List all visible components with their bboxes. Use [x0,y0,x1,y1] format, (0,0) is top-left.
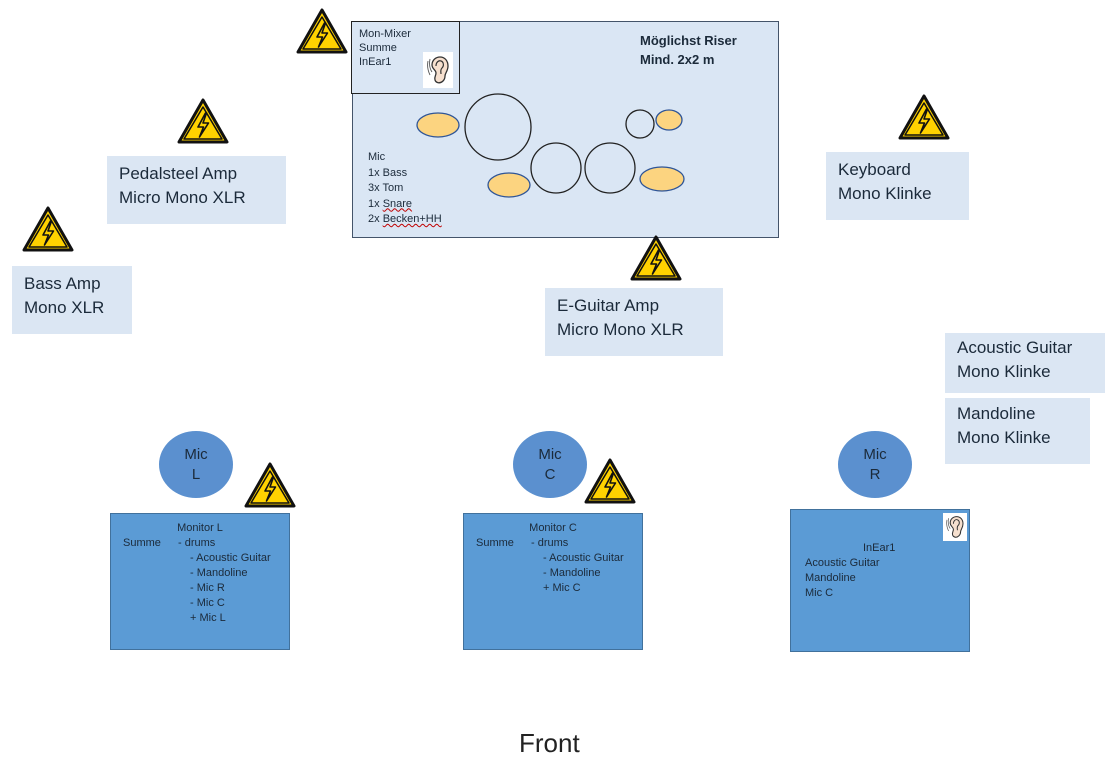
box-line: Mono XLR [24,298,105,317]
riser-requirement: Möglichst Riser Mind. 2x2 m [640,31,737,69]
in-ear-monitor-r: InEar1 Acoustic Guitar Mandoline Mic C [790,509,970,652]
high-voltage-warning-icon [898,94,950,140]
monitor-item: - Mic R [190,582,225,594]
monitor-title: Monitor L [177,522,223,534]
box-line: Pedalsteel Amp [119,164,238,183]
box-line: Acoustic Guitar [957,338,1073,357]
box-line: Micro Mono XLR [119,188,246,207]
monitor-row: Summe - drums [476,536,642,551]
riser-line: Möglichst Riser [640,33,737,48]
monitor-item: + Mic C [543,582,581,594]
drum-tom [530,142,582,194]
drum-kit [416,93,685,198]
pedalsteel-amp-box: Pedalsteel Amp Micro Mono XLR [107,156,286,224]
ear-icon [943,513,967,541]
box-line: Micro Mono XLR [557,320,684,339]
high-voltage-warning-icon [244,462,296,508]
front-label: Front [519,728,580,758]
drum-mic-snare: Snare [382,197,413,210]
ear-icon [423,52,453,88]
monitor-item: - Acoustic Guitar [190,552,271,564]
drum-cymbal [416,112,460,138]
monitor-item: - Mandoline [190,567,248,579]
drum-mic-line: 1x Bass [368,166,408,179]
monitor-item: Mic C [805,587,834,599]
mic-l: Mic L [159,431,233,498]
drum-mic-list: Mic 1x Bass 3x Tom 1x Snare 2x Becken+HH [368,150,442,228]
monitor-title: InEar1 [863,542,896,554]
box-line: Mono Klinke [957,428,1051,447]
drum-mic-line: Mic [368,151,386,163]
box-line: Mono Klinke [957,362,1051,381]
box-line: E-Guitar Amp [557,296,660,315]
box-line: Mandoline [957,404,1036,423]
riser-line: Mind. 2x2 m [640,52,715,67]
monitor-l: Monitor L Summe - drums - Acoustic Guita… [110,513,290,650]
acoustic-guitar-box: Acoustic Guitar Mono Klinke [945,333,1105,393]
mon-mixer-line: Mon-Mixer [359,28,411,40]
monitor-item: Mandoline [805,572,856,584]
mon-mixer-line: InEar1 [359,56,392,68]
monitor-item: - Mic C [190,597,225,609]
drum-cymbal [639,166,685,192]
mic-label: Mic [184,445,208,463]
high-voltage-warning-icon [584,458,636,504]
mandoline-box: Mandoline Mono Klinke [945,398,1090,464]
mic-c: Mic C [513,431,587,498]
monitor-item: - drums [178,537,216,549]
mic-label: R [869,465,881,483]
bass-amp-box: Bass Amp Mono XLR [12,266,132,334]
drum-tom [584,142,636,194]
monitor-title: Monitor C [529,522,577,534]
mon-mixer-line: Summe [359,42,397,54]
mic-r: Mic R [838,431,912,498]
high-voltage-warning-icon [630,235,682,281]
e-guitar-amp-box: E-Guitar Amp Micro Mono XLR [545,288,723,356]
monitor-sum-label: Summe [123,537,161,549]
box-line: Mono Klinke [838,184,932,203]
drum-tom [625,109,655,139]
monitor-item: + Mic L [190,612,226,624]
monitor-item: Acoustic Guitar [805,557,880,569]
box-line: Bass Amp [24,274,101,293]
high-voltage-warning-icon [177,98,229,144]
monitor-c: Monitor C Summe - drums - Acoustic Guita… [463,513,643,650]
drum-mic-prefix: 2x [368,213,383,225]
mic-label: C [544,465,556,483]
monitor-item: - Acoustic Guitar [543,552,624,564]
drum-mic-line: 2x Becken+HH [368,212,442,228]
keyboard-box: Keyboard Mono Klinke [826,152,969,220]
drum-mic-line: 1x Snare [368,197,442,213]
drum-mic-becken: Becken+HH [382,213,442,225]
monitor-sum-label: Summe [476,537,514,549]
drum-mic-line: 3x Tom [368,182,404,194]
drum-cymbal [655,109,683,131]
mic-label: Mic [863,445,887,463]
monitor-item: - Mandoline [543,567,601,579]
drum-bass [464,93,532,161]
box-line: Keyboard [838,160,911,179]
mic-label: Mic [538,445,562,463]
mon-mixer-box: Mon-Mixer Summe InEar1 [351,21,460,94]
monitor-row: Summe - drums [123,536,289,551]
monitor-item: - drums [531,537,569,549]
drum-hihat [487,172,531,198]
drum-mic-prefix: 1x [368,197,383,210]
high-voltage-warning-icon [22,206,74,252]
high-voltage-warning-icon [296,8,348,54]
mic-label: L [191,465,201,483]
